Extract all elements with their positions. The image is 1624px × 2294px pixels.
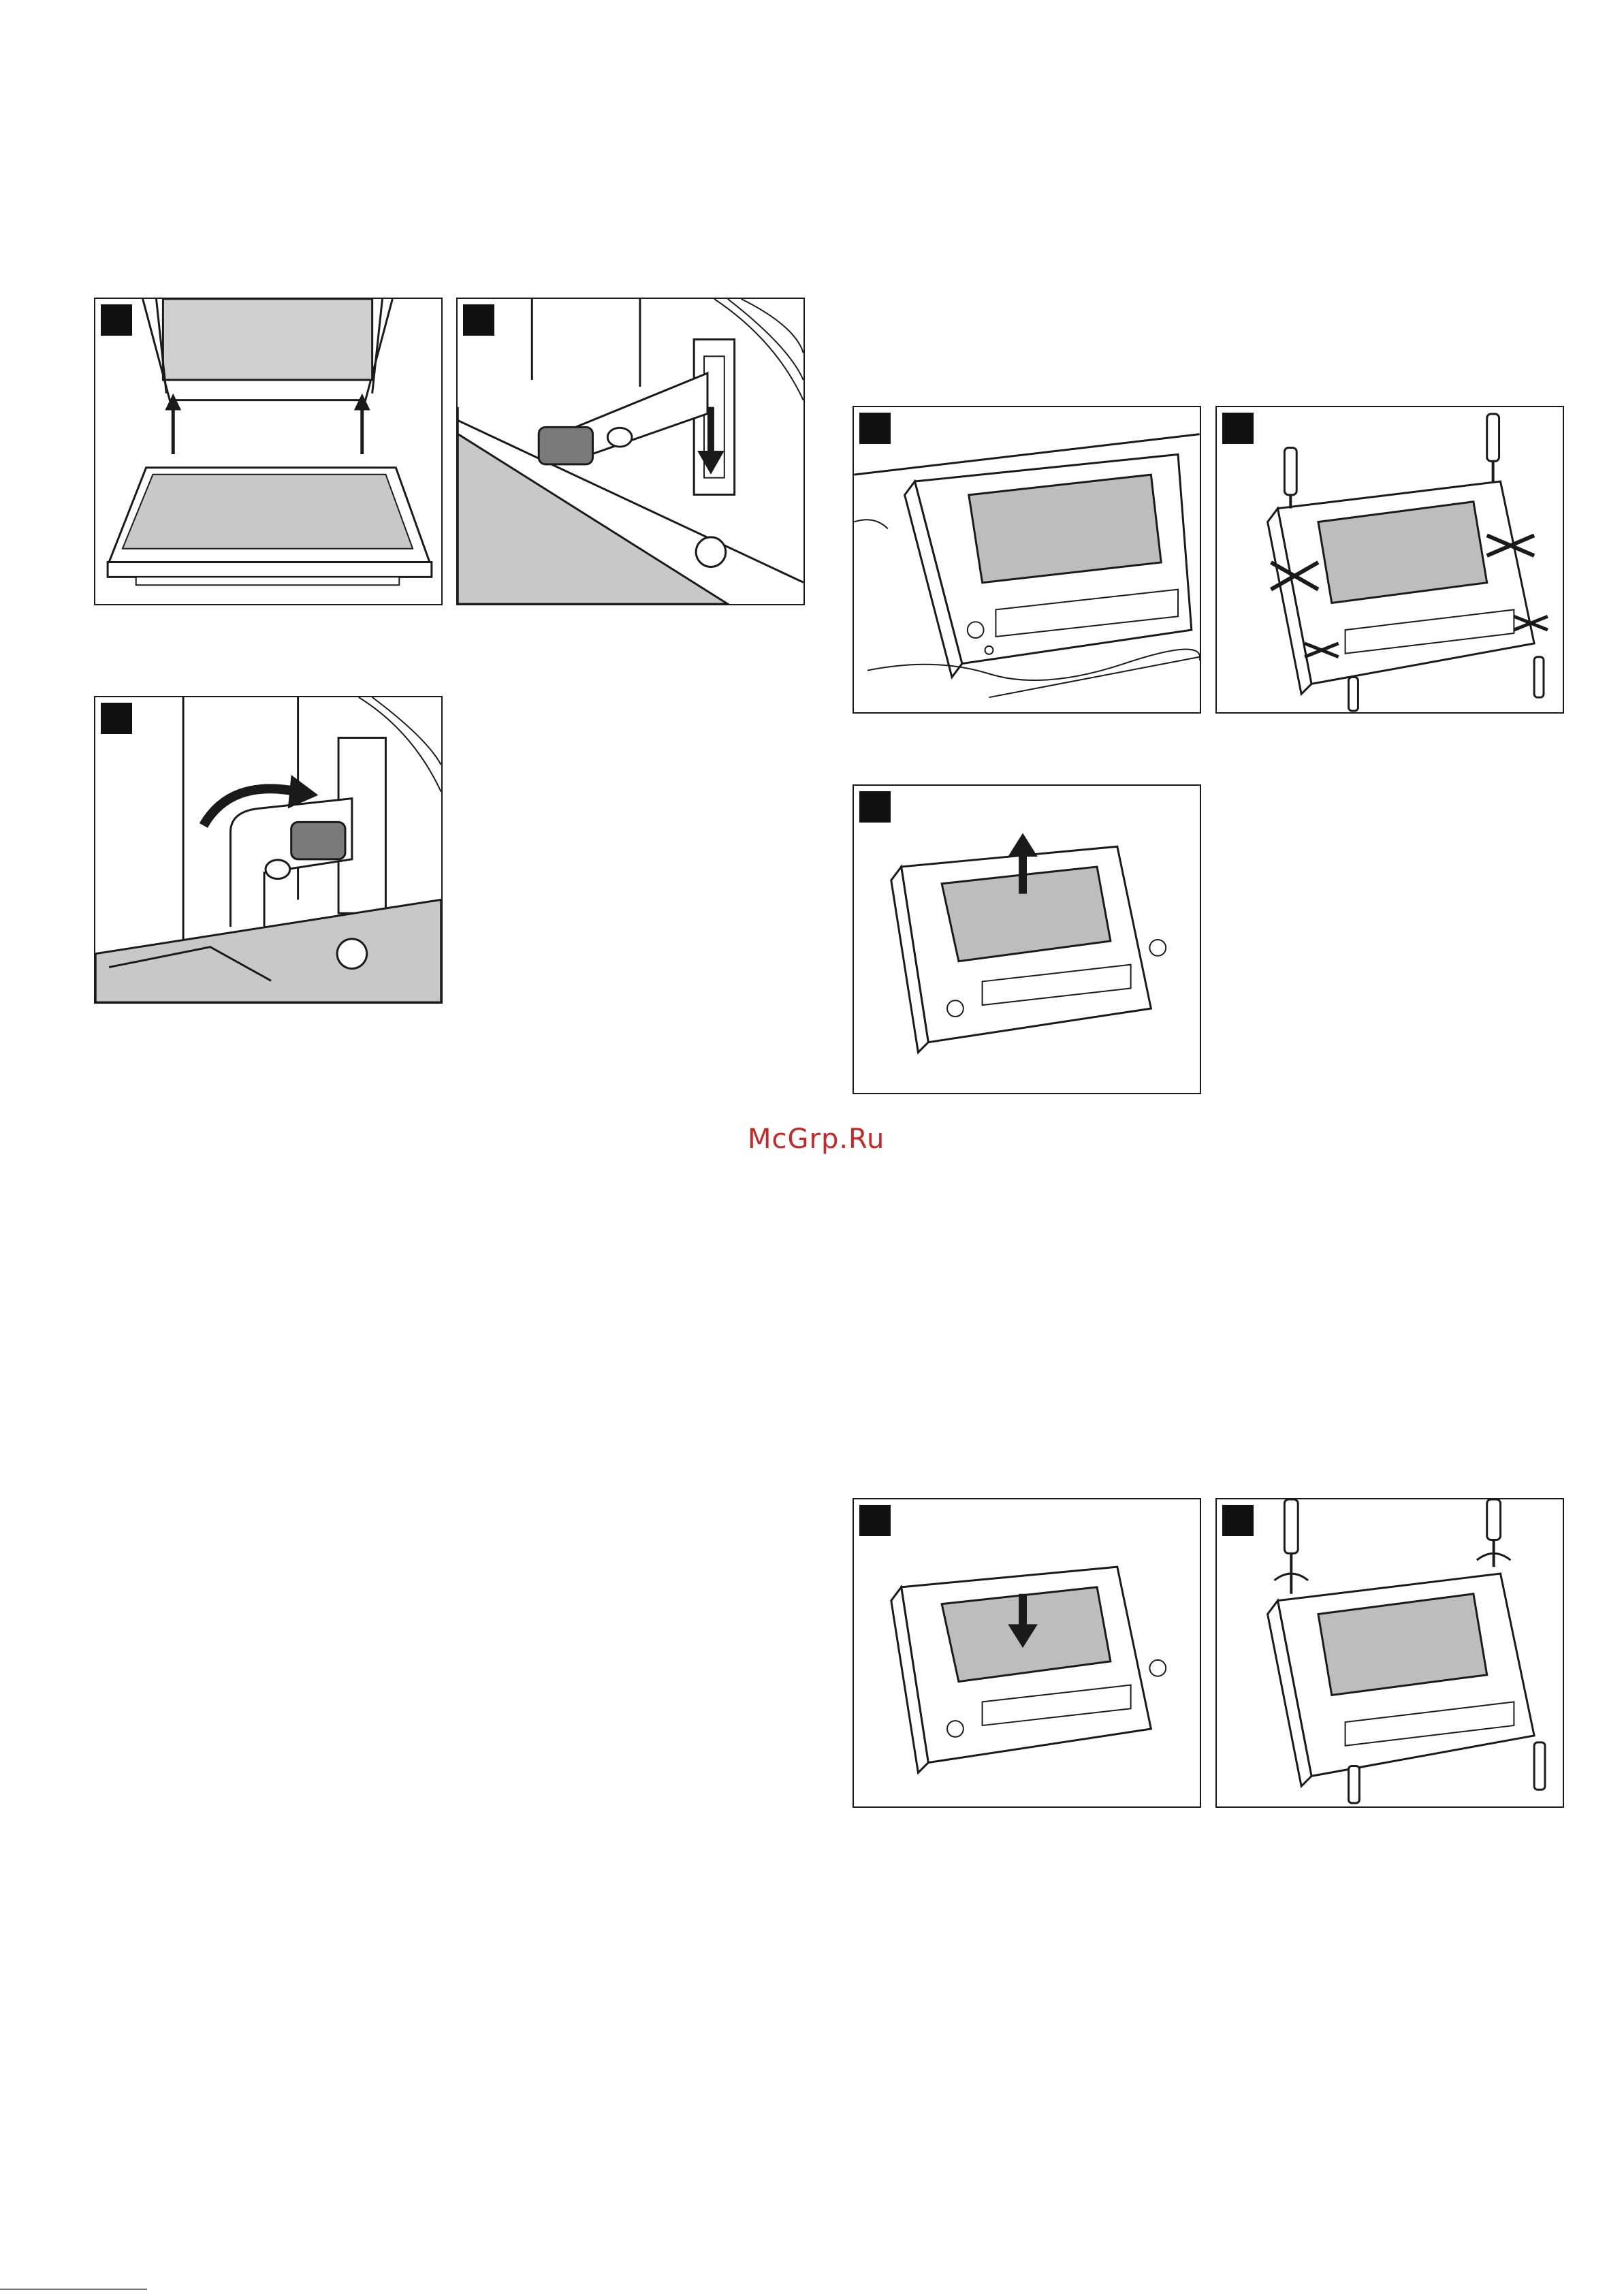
door-panel-towel-illustration (854, 407, 1200, 712)
lift-glass-illustration (854, 786, 1200, 1093)
figure-hinge-lock-down (456, 298, 805, 605)
figure-number-badge (1222, 413, 1254, 444)
screw-panel-illustration (1217, 1499, 1563, 1806)
figure-door-panel-on-towel (853, 406, 1201, 714)
hinge-lock-illustration (458, 299, 803, 604)
door-seal-illustration (95, 299, 441, 604)
figure-insert-glass (853, 1498, 1201, 1808)
figure-lift-glass-out (853, 784, 1201, 1094)
unscrew-panel-illustration (1217, 407, 1563, 712)
figure-number-badge (463, 304, 494, 336)
page-edge-rule (0, 2289, 147, 2290)
figure-number-badge (1222, 1505, 1254, 1536)
figure-number-badge (859, 791, 891, 823)
figure-number-badge (101, 304, 132, 336)
hinge-lever-illustration (95, 697, 441, 1002)
figure-door-seal-lift (94, 298, 443, 605)
figure-hinge-lever-rotate (94, 696, 443, 1004)
figure-number-badge (859, 413, 891, 444)
insert-glass-illustration (854, 1499, 1200, 1806)
figure-unscrew-panel (1215, 406, 1564, 714)
watermark: McGrp.Ru (748, 1124, 885, 1155)
figure-number-badge (101, 703, 132, 734)
figure-screw-panel (1215, 1498, 1564, 1808)
figure-number-badge (859, 1505, 891, 1536)
